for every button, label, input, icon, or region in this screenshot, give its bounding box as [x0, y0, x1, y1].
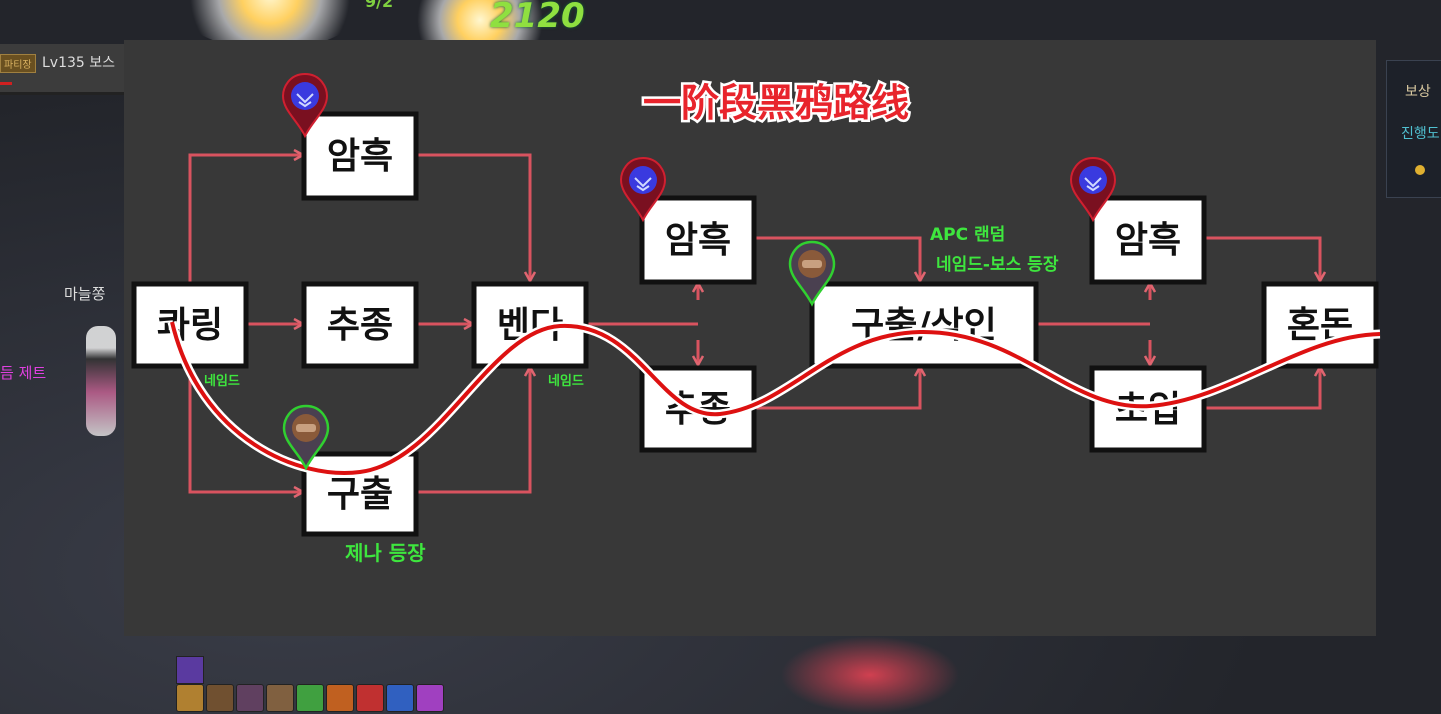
arrow — [188, 155, 302, 284]
effect-red — [780, 636, 960, 714]
player-name: 마늘쫑 — [64, 285, 106, 303]
arrow — [416, 368, 530, 494]
skill-slot[interactable] — [386, 684, 414, 712]
top-counter: 9/2 — [365, 0, 394, 11]
quest-panel: 보상 진행도 — [1386, 60, 1441, 198]
rescue-marker-icon — [788, 240, 836, 307]
progress-label: 진행도 — [1401, 126, 1440, 142]
node-follow-1: 추종 — [301, 281, 419, 369]
note-named-boss: 네임드-보스 등장 — [936, 254, 1059, 275]
arrow — [754, 236, 920, 280]
arrow — [416, 153, 530, 280]
node-dark-3: 암흑 — [1089, 195, 1207, 285]
note-jena: 제나 등장 — [345, 541, 426, 565]
note-named-1: 네임드 — [204, 373, 240, 389]
node-label: 추종 — [327, 305, 393, 346]
reward-label: 보상 — [1405, 84, 1431, 100]
node-label: 구출 — [327, 474, 393, 515]
node-label: 암흑 — [1115, 220, 1181, 261]
route-curve — [167, 320, 1381, 478]
arrow — [754, 368, 920, 410]
rescue-marker-icon — [282, 404, 330, 471]
skill-slot[interactable] — [296, 684, 324, 712]
combo-number: 2120 — [490, 0, 585, 36]
dark-marker-icon — [619, 156, 667, 223]
node-rescue-1: 구출 — [301, 451, 419, 537]
nodes: 콰링 암흑 추종 구출 벤다 암흑 추종 구출/삭인 암흑 초입 혼돈 — [131, 111, 1379, 537]
arrows — [188, 153, 1320, 494]
arrow — [1204, 368, 1320, 410]
skill-slot[interactable] — [176, 684, 204, 712]
node-dark-2: 암흑 — [639, 195, 757, 285]
skill-slot[interactable] — [326, 684, 354, 712]
skill-slot[interactable] — [236, 684, 264, 712]
buff-icon — [176, 656, 204, 684]
skill-slot[interactable] — [266, 684, 294, 712]
skill-slot[interactable] — [356, 684, 384, 712]
party-badge: 파티장 — [0, 54, 36, 73]
skill-slot[interactable] — [416, 684, 444, 712]
diagram-title: 一阶段黑鸦路线 — [643, 81, 909, 125]
node-benda: 벤다 — [471, 281, 589, 369]
arrow — [188, 366, 302, 492]
player-character — [86, 326, 116, 436]
note-named-2: 네임드 — [548, 373, 584, 389]
node-label: 콰링 — [157, 305, 223, 346]
skill-slot[interactable] — [206, 684, 234, 712]
note-apc-random: APC 랜덤 — [930, 225, 1005, 245]
dark-marker-icon — [281, 72, 329, 139]
coin-icon — [1415, 165, 1425, 175]
guild-text: 듬 제트 — [0, 364, 47, 382]
arrow — [1204, 236, 1320, 280]
notes: 네임드 네임드 제나 등장 APC 랜덤 네임드-보스 등장 — [204, 225, 1059, 565]
dark-marker-icon — [1069, 156, 1117, 223]
node-start: 콰링 — [131, 281, 249, 369]
node-label: 암흑 — [327, 136, 393, 177]
boss-hp-fill — [0, 82, 12, 85]
node-chaos: 혼돈 — [1261, 281, 1379, 369]
boss-bar: 파티장 Lv135 보스 — [0, 44, 124, 95]
node-dark-1: 암흑 — [301, 111, 419, 201]
level-text: Lv135 보스 — [42, 55, 116, 71]
node-label: 암흑 — [665, 220, 731, 261]
